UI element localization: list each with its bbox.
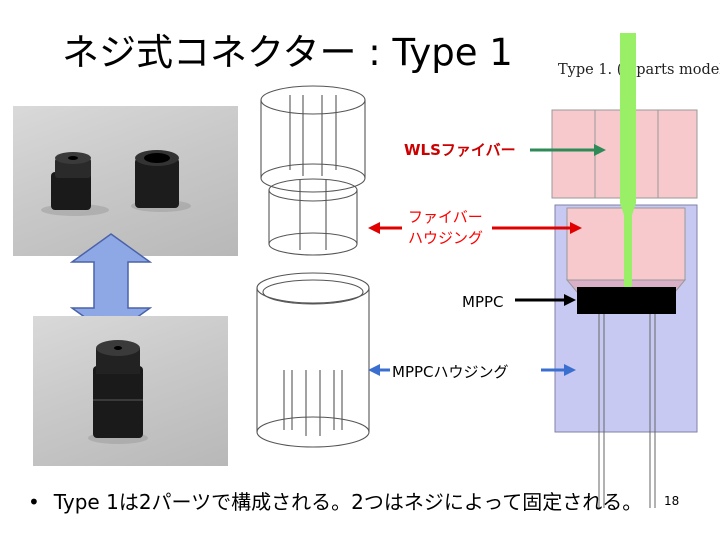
fiber-housing-arrow-right — [492, 222, 582, 234]
page-number: 18 — [664, 494, 679, 508]
label-fiber-housing: ファイバー ハウジング — [408, 207, 483, 249]
label-mppc: MPPC — [462, 293, 504, 311]
mppc-arrow — [515, 294, 576, 306]
label-fiber-housing-line2: ハウジング — [408, 228, 483, 249]
label-wls-fiber: WLSファイバー — [404, 139, 516, 160]
wls-arrow — [530, 144, 606, 156]
label-mppc-housing: MPPCハウジング — [392, 361, 509, 382]
mppc-housing-arrow-right — [541, 364, 576, 376]
fiber-housing-arrow-left — [368, 222, 402, 234]
bullet-note: • Type 1は2パーツで構成される。2つはネジによって固定される。 — [28, 486, 642, 515]
bullet-marker: • — [28, 490, 40, 514]
label-fiber-housing-line1: ファイバー — [408, 207, 483, 228]
bullet-text: Type 1は2パーツで構成される。2つはネジによって固定される。 — [54, 490, 642, 514]
mppc-housing-arrow-left — [368, 364, 390, 376]
